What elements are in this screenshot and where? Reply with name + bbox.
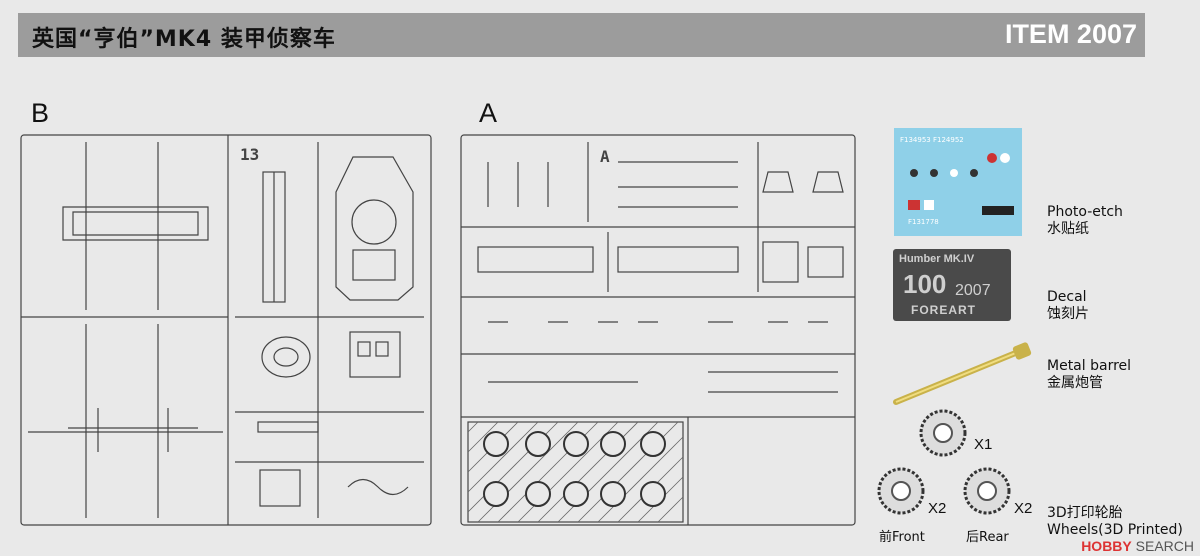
decal-label-cn: 水贴纸 xyxy=(1047,221,1089,237)
etch-number: 100 xyxy=(903,269,947,299)
sprue-a-diagram: A xyxy=(460,134,856,526)
spare-wheel-image xyxy=(919,409,967,457)
svg-text:13: 13 xyxy=(240,145,259,164)
svg-text:F134953 F124952: F134953 F124952 xyxy=(900,136,964,144)
front-wheel-caption: 前Front xyxy=(879,530,925,545)
svg-text:F131778: F131778 xyxy=(908,218,939,226)
barrel-label-en: Metal barrel xyxy=(1047,358,1132,374)
front-wheel-image xyxy=(877,467,925,515)
etch-brand: FOREART xyxy=(911,303,976,317)
svg-text:A: A xyxy=(600,147,610,166)
watermark-brand: HOBBY xyxy=(1081,538,1132,554)
etch-year: 2007 xyxy=(955,282,991,299)
item-number: ITEM 2007 xyxy=(1004,19,1137,49)
wheels-label-en: Wheels(3D Printed) xyxy=(1047,522,1183,538)
watermark: HOBBY SEARCH xyxy=(1081,538,1194,554)
metal-barrel-image xyxy=(893,342,1032,405)
photo-etch-plate: Humber MK.IV 100 2007 FOREART xyxy=(893,249,1011,321)
rear-wheel-multiplier: X2 xyxy=(1014,500,1033,517)
sprue-b-label: B xyxy=(31,98,50,128)
wheels-label-cn: 3D打印轮胎 xyxy=(1047,505,1123,521)
rear-wheel-image xyxy=(963,467,1011,515)
product-title: 英国“亨伯”MK4 装甲侦察车 xyxy=(32,27,336,52)
spare-wheel-multiplier: X1 xyxy=(974,436,993,453)
barrel-label-cn: 金属炮管 xyxy=(1047,375,1103,391)
front-wheel-multiplier: X2 xyxy=(928,500,947,517)
etch-title: Humber MK.IV xyxy=(899,253,975,265)
sprue-b-diagram: 13 xyxy=(20,134,432,526)
etch-label: Decal 蚀刻片 xyxy=(1047,289,1089,323)
etch-label-en: Decal xyxy=(1047,289,1087,305)
watermark-text: SEARCH xyxy=(1135,538,1194,554)
barrel-label: Metal barrel 金属炮管 xyxy=(1047,358,1131,392)
etch-label-cn: 蚀刻片 xyxy=(1047,306,1089,322)
wheels-label: 3D打印轮胎 Wheels(3D Printed) xyxy=(1047,505,1183,539)
header-bar: 英国“亨伯”MK4 装甲侦察车 ITEM 2007 xyxy=(18,13,1145,57)
decal-label: Photo-etch 水贴纸 xyxy=(1047,204,1123,238)
rear-wheel-caption: 后Rear xyxy=(966,530,1009,545)
decal-sheet: F134953 F124952 F131778 xyxy=(894,128,1022,236)
sprue-a-label: A xyxy=(479,98,498,128)
decal-label-en: Photo-etch xyxy=(1047,204,1123,220)
